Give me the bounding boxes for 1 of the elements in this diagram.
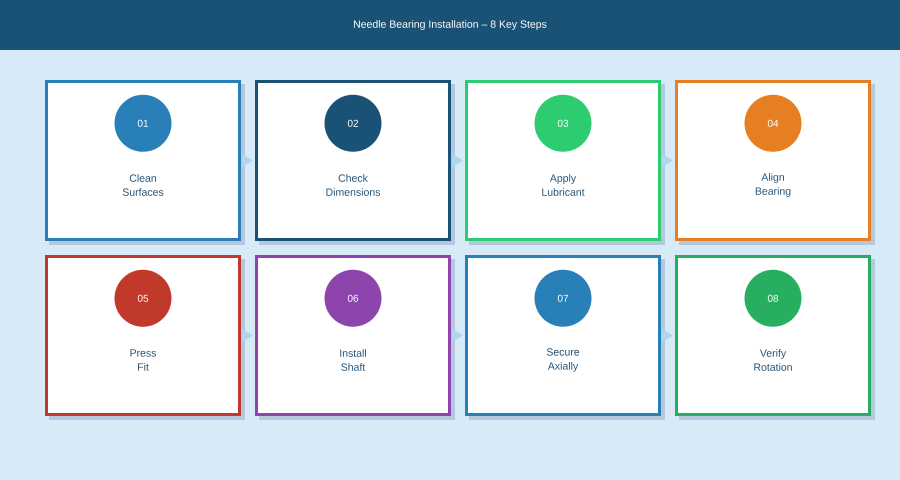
title-bar: Needle Bearing Installation – 8 Key Steps [0, 0, 900, 50]
